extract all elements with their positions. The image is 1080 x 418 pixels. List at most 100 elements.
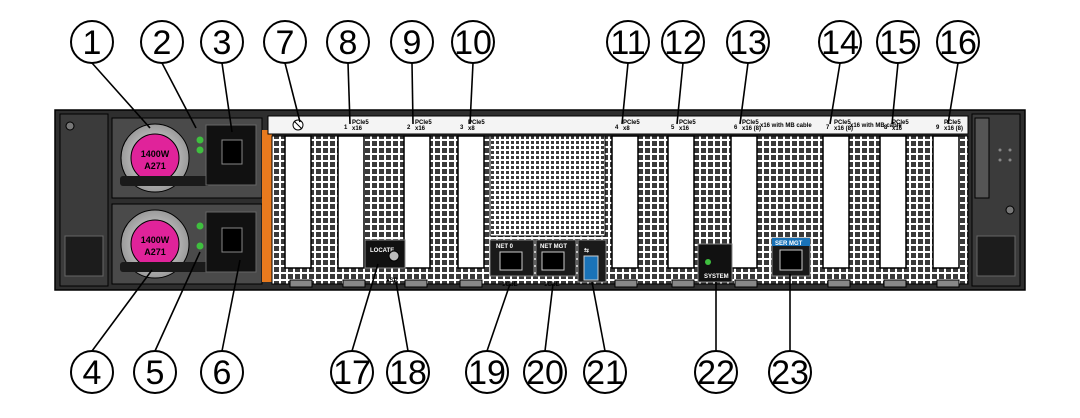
net-mgt-speed-label: 1GbE (544, 282, 560, 288)
usb-icon: ⇆ (584, 246, 589, 254)
slot-width: x16 (352, 126, 363, 132)
slot-width: x8 (468, 126, 475, 132)
callout-leader-line (91, 62, 151, 129)
callout-leader-line (621, 62, 629, 125)
pcie-slot-cover[interactable] (403, 135, 431, 269)
callout-number: 21 (586, 354, 624, 392)
power-supply-bottom[interactable]: 1400W A271 (111, 203, 263, 285)
callout-number: 3 (213, 24, 232, 62)
slot-latch[interactable] (734, 279, 758, 288)
pcie-slot-cover[interactable] (730, 135, 758, 269)
callout-number: 23 (771, 354, 809, 392)
psu-status-led (196, 242, 204, 250)
slot-width: x16 (8) (834, 126, 853, 132)
callout-20: 20 (523, 350, 567, 394)
slot-number: 1 (344, 125, 348, 131)
power-supply-top[interactable]: 1400W A271 (111, 117, 263, 199)
callout-12: 12 (661, 20, 705, 64)
psu-wattage-label: 1400W (141, 149, 170, 159)
callout-leader-line (891, 62, 899, 125)
callout-leader-line (947, 62, 959, 125)
slot7-note: x16 with MB cable (850, 123, 902, 129)
pcie-slot-cover[interactable] (284, 135, 312, 269)
callout-leader-line (395, 281, 409, 352)
pcie-slot-cover[interactable] (667, 135, 695, 269)
net-mgt-label: NET MGT (540, 244, 567, 250)
slot-type: PCIe5 (415, 120, 432, 126)
callout-number: 14 (821, 24, 859, 62)
callout-5: 5 (133, 350, 177, 394)
pcie-slot-cover[interactable] (879, 135, 907, 269)
slot-type: PCIe5 (742, 120, 759, 126)
io-panel: LOCATE ●SP NET 0 1GbE NET MGT 1GbE ⇆ SYS… (364, 237, 811, 288)
psu-status-led (196, 222, 204, 230)
callout-leader-line (829, 62, 841, 125)
callout-19: 19 (465, 350, 509, 394)
net0-label: NET 0 (496, 244, 514, 250)
callout-leader-line (284, 62, 301, 123)
callout-number: 13 (729, 24, 767, 62)
psu-model-label: A271 (144, 161, 166, 171)
callout-leader-line (676, 62, 684, 125)
slot-type: PCIe5 (892, 120, 909, 126)
slot-latch[interactable] (342, 279, 366, 288)
slot-latch[interactable] (827, 279, 851, 288)
locate-label: LOCATE (370, 248, 394, 254)
pcie-slot-cover[interactable] (611, 135, 639, 269)
usb-port[interactable] (583, 255, 599, 281)
pcie-slot-cover[interactable] (822, 135, 850, 269)
callout-leader-line (469, 62, 474, 125)
system-status-indicators (697, 243, 733, 283)
callout-leader-line (221, 62, 233, 133)
slot-label-strip (267, 115, 969, 135)
slot6-note: x16 with MB cable (760, 123, 812, 129)
callout-number: 17 (333, 354, 371, 392)
slot-latch[interactable] (883, 279, 907, 288)
slot-width: x8 (623, 126, 630, 132)
slot-number: 3 (460, 125, 464, 131)
callout-1: 1 (70, 20, 114, 64)
slot-type: PCIe5 (944, 120, 961, 126)
callout-9: 9 (390, 20, 434, 64)
pcie-slot-cover[interactable] (457, 135, 485, 269)
callout-14: 14 (818, 20, 862, 64)
callout-22: 22 (694, 350, 738, 394)
callout-2: 2 (140, 20, 184, 64)
slot-latch[interactable] (289, 279, 313, 288)
psu-status-led (196, 136, 204, 144)
callout-10: 10 (451, 20, 495, 64)
psu-release-tab[interactable] (262, 130, 272, 282)
slot-number: 8 (884, 125, 888, 131)
slot-latch[interactable] (404, 279, 428, 288)
slot-latch[interactable] (614, 279, 638, 288)
slot-latch[interactable] (936, 279, 960, 288)
callout-4: 4 (70, 350, 114, 394)
pcie-slot-cover[interactable] (932, 135, 960, 269)
callout-number: 20 (526, 354, 564, 392)
callout-leader-line (221, 259, 241, 352)
callout-number: 10 (454, 24, 492, 62)
callout-6: 6 (200, 350, 244, 394)
slot-latch[interactable] (671, 279, 695, 288)
slot-width: x16 (892, 126, 903, 132)
callout-17: 17 (330, 350, 374, 394)
callout-number: 16 (939, 24, 977, 62)
system-label: SYSTEM (704, 274, 729, 280)
slot-latch[interactable] (459, 279, 483, 288)
callout-number: 15 (879, 24, 917, 62)
callout-leader-line (486, 283, 511, 352)
callout-number: 12 (664, 24, 702, 62)
callout-8: 8 (326, 20, 370, 64)
callout-number: 22 (697, 354, 735, 392)
callout-leader-line (347, 62, 351, 125)
slot-width: x16 (415, 126, 426, 132)
callout-3: 3 (200, 20, 244, 64)
callout-number: 8 (339, 24, 358, 62)
pcie-slot-cover[interactable] (337, 135, 365, 269)
callout-leader-line (351, 263, 379, 352)
